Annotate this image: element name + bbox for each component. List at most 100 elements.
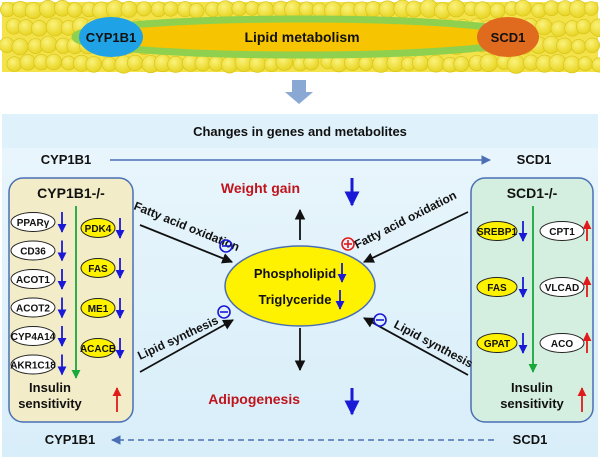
adipocyte-blob xyxy=(216,0,235,18)
direction-top-left-label: CYP1B1 xyxy=(41,152,92,167)
adipocyte-blob xyxy=(543,0,560,17)
right-white-gene-node xyxy=(539,333,585,353)
adipocyte-blob xyxy=(575,18,592,35)
adipocyte-blob xyxy=(412,54,429,72)
left-white-gene-label: PPARγ xyxy=(17,218,50,229)
right-fao-arrow xyxy=(363,211,469,263)
right-yellow-gene-label: GPAT xyxy=(484,339,510,350)
left-white-gene-label: AKR1C18 xyxy=(10,361,56,372)
right-fao-promote-icon xyxy=(341,237,355,251)
right-white-gene-label: CPT1 xyxy=(549,227,575,238)
left-white-gene-node xyxy=(10,269,56,289)
left-white-gene-label: CYP4A14 xyxy=(11,332,56,343)
right-white-gene-node xyxy=(539,277,585,297)
adipocyte-blob xyxy=(120,0,138,18)
header-title: Changes in genes and metabolites xyxy=(193,124,407,139)
left-panel-title: CYP1B1-/- xyxy=(37,185,105,201)
right-yellow-gene-node xyxy=(476,277,518,297)
right-ls-arrow xyxy=(363,317,469,376)
left-white-gene-label: CD36 xyxy=(20,247,46,258)
right-yellow-gene-node xyxy=(476,221,518,241)
adipocyte-blob xyxy=(571,39,587,55)
adipocyte-blob xyxy=(563,55,581,74)
adipocyte-blob xyxy=(231,0,247,17)
transition-arrow xyxy=(285,80,313,104)
adipocyte-blob xyxy=(479,53,498,73)
direction-top-right-label: SCD1 xyxy=(517,152,552,167)
adipocyte-blob xyxy=(365,1,382,17)
adipocyte-blob xyxy=(358,56,374,71)
adipocyte-blob xyxy=(11,38,29,56)
left-panel-cyp1b1-ko: CYP1B1-/- PPARγCD36ACOT1ACOT2CYP4A14AKR1… xyxy=(8,177,134,423)
header-bar xyxy=(2,114,598,148)
adipocyte-blob xyxy=(378,0,397,18)
phospholipid-label: Phospholipid xyxy=(254,266,336,281)
adipocyte-blob xyxy=(19,54,36,71)
adipocyte-blob xyxy=(188,3,205,19)
left-yellow-gene-label: FAS xyxy=(88,264,108,275)
left-ls-arrow xyxy=(139,319,234,373)
adipocyte-blob xyxy=(447,0,466,18)
adipocyte-blob xyxy=(24,2,42,20)
left-yellow-gene-label: ACACB xyxy=(80,344,116,355)
right-panel-title: SCD1-/- xyxy=(507,185,558,201)
left-white-gene-node xyxy=(10,212,56,232)
adipocyte-blob xyxy=(427,54,445,73)
right-footer-line1: Insulin xyxy=(511,380,553,395)
right-yellow-gene-node xyxy=(476,333,518,353)
left-yellow-gene-node xyxy=(80,218,116,238)
left-yellow-gene-node xyxy=(80,258,116,278)
right-yellow-gene-label: SREBP1 xyxy=(477,227,517,238)
center-hub: Weight gain Phospholipid Triglyceride Ad… xyxy=(208,178,376,416)
scd1-node xyxy=(477,17,539,57)
banner-title: Lipid metabolism xyxy=(244,29,359,45)
adipocyte-blob xyxy=(556,37,573,54)
adipocyte-blob xyxy=(453,56,470,72)
adipocyte-blob xyxy=(67,2,83,18)
adipocyte-blob xyxy=(6,56,23,72)
left-yellow-gene-node xyxy=(80,338,116,358)
adipocyte-blob xyxy=(101,56,117,72)
adipocyte-blob xyxy=(583,1,599,16)
right-ls-inhibit-icon xyxy=(373,313,387,327)
left-fao-arrow xyxy=(139,224,234,264)
left-white-gene-node xyxy=(10,297,56,318)
adipocyte-blob xyxy=(473,1,492,19)
right-white-gene-label: ACO xyxy=(551,339,573,350)
adipocyte-blob xyxy=(506,55,526,74)
adipogenesis-label: Adipogenesis xyxy=(208,391,300,407)
left-white-gene-label: ACOT1 xyxy=(16,275,50,286)
right-white-gene-label: VLCAD xyxy=(545,283,579,294)
adipocyte-blob xyxy=(136,1,152,17)
left-footer-line2: sensitivity xyxy=(18,396,82,411)
left-white-gene-node xyxy=(10,240,56,261)
adipocyte-blob xyxy=(45,53,62,71)
left-white-gene-node xyxy=(10,326,56,346)
direction-bottom: CYP1B1 SCD1 xyxy=(45,432,548,447)
adipocyte-blob xyxy=(31,20,48,37)
adipocyte-blob xyxy=(127,54,144,72)
left-fao-inhibit-icon xyxy=(219,239,233,253)
lipid-ellipse xyxy=(224,245,376,327)
direction-bottom-left-label: CYP1B1 xyxy=(45,432,96,447)
adipocyte-blob xyxy=(163,1,179,17)
scd1-node-label: SCD1 xyxy=(491,30,526,45)
adipocyte-blob xyxy=(39,0,57,18)
right-footer-line2: sensitivity xyxy=(500,396,564,411)
cyp1b1-node-label: CYP1B1 xyxy=(86,30,137,45)
adipocyte-blob xyxy=(591,57,600,73)
triglyceride-label: Triglyceride xyxy=(259,292,332,307)
left-yellow-gene-label: ME1 xyxy=(88,304,109,315)
adipocyte-blob xyxy=(298,1,315,18)
direction-bottom-right-label: SCD1 xyxy=(513,432,548,447)
adipocyte-blob xyxy=(489,2,506,19)
left-yellow-gene-node xyxy=(80,298,116,318)
adipocyte-blob xyxy=(85,56,102,73)
